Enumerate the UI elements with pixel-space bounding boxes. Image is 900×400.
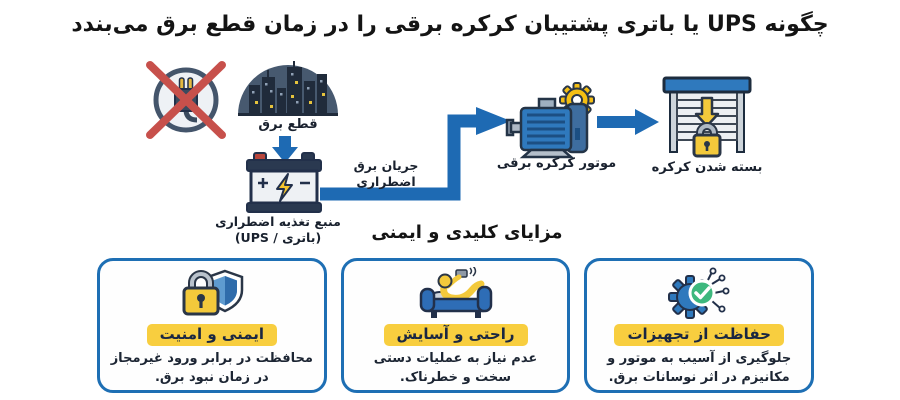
benefit-card-title: ایمنی و امنیت (146, 324, 278, 346)
benefit-card-comfort: راحتی و آسایش عدم نیاز به عملیات دستی سخ… (340, 258, 571, 393)
roller-shutter-icon (662, 76, 752, 158)
battery-label-line2: (UPS / باتری) (234, 230, 322, 245)
benefit-body-line1: محافظت در برابر ورود غیرمجاز (110, 351, 313, 366)
shutter-closing-label: بسته شدن کرکره (651, 160, 763, 175)
benefit-body-line1: عدم نیاز به عملیات دستی (373, 351, 538, 366)
battery-label-line1: منبع تغذیه اضطراری (215, 214, 341, 229)
motor-gear-icon (505, 82, 595, 159)
benefit-card-body: عدم نیاز به عملیات دستی سخت و خطرناک. (374, 349, 537, 387)
benefit-card-body: جلوگیری از آسیب به موتور و مکانیزم در اث… (607, 349, 791, 387)
gear-check-icon (668, 266, 730, 323)
city-blackout-icon (238, 61, 338, 116)
benefit-body-line1: جلوگیری از آسیب به موتور و (607, 351, 792, 366)
benefit-card-title: حفاظت از تجهیزات (614, 324, 784, 346)
benefit-card-body: محافظت در برابر ورود غیرمجاز در زمان نبو… (111, 349, 313, 387)
benefits-section-title: مزایای کلیدی و ایمنی (371, 222, 563, 243)
battery-icon (246, 152, 322, 213)
arrow-down-icon (272, 136, 298, 163)
benefit-body-line2: در زمان نبود برق. (154, 370, 269, 385)
benefit-body-line2: مکانیزم در اثر نوسانات برق. (608, 370, 790, 385)
relax-sofa-icon (418, 266, 494, 323)
emergency-current-label: جریان برق اضطراری (353, 158, 419, 189)
benefit-card-title: راحتی و آسایش (383, 324, 528, 346)
battery-label: منبع تغذیه اضطراری (UPS / باتری) (203, 214, 353, 246)
page-title: چگونه UPS یا باتری پشتیبان کرکره برقی را… (71, 12, 829, 37)
flow-arrow-elbow (320, 107, 511, 201)
lock-shield-icon (179, 266, 245, 323)
benefits-cards-row: ایمنی و امنیت محافظت در برابر ورود غیرمج… (97, 258, 815, 393)
benefit-card-equipment: حفاظت از تجهیزات جلوگیری از آسیب به موتو… (584, 258, 815, 393)
no-plug-icon (146, 61, 226, 139)
power-outage-label: قطع برق (258, 117, 318, 132)
benefit-card-safety: ایمنی و امنیت محافظت در برابر ورود غیرمج… (97, 258, 327, 393)
flow-arrow-right (597, 109, 659, 135)
benefit-body-line2: سخت و خطرناک. (399, 370, 512, 385)
motor-label: موتور کرکره برقی (496, 156, 617, 171)
